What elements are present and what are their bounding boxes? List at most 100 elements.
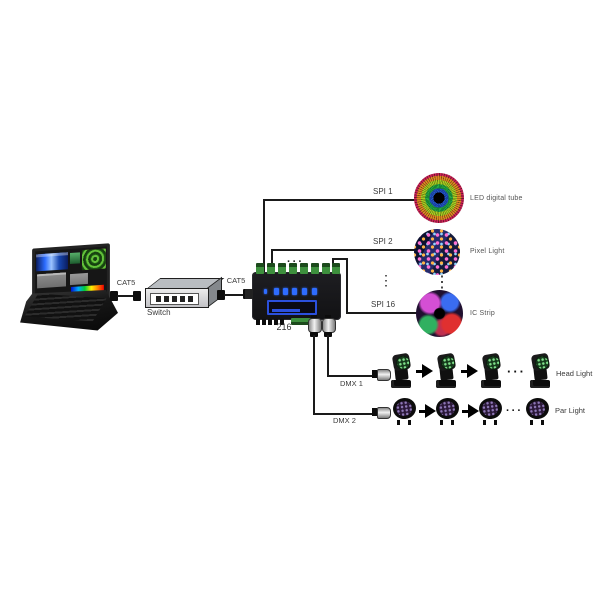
status-led-icon	[312, 288, 317, 295]
terminal-block-icon	[300, 263, 308, 274]
xlr-plug-icon	[372, 407, 391, 419]
par-face	[480, 399, 499, 417]
head-light-label: Head Light	[556, 369, 593, 378]
status-led-icon	[292, 288, 297, 295]
switch-label: Switch	[147, 308, 171, 317]
switch-port-icon	[164, 296, 169, 302]
led-digital-tube-label: LED digital tube	[470, 195, 523, 202]
vent-icon	[268, 319, 272, 325]
vent-icon	[262, 319, 266, 325]
more-terminals-ellipsis: ···	[287, 256, 304, 268]
par-leg	[530, 420, 533, 425]
dmx2-port-label: DMX 2	[333, 416, 356, 425]
status-led-icon	[274, 288, 279, 295]
mh-base	[391, 380, 411, 388]
mh-lens	[394, 354, 411, 371]
par-light-icon	[477, 396, 504, 425]
laptop-base	[20, 290, 118, 331]
mh-head	[530, 352, 551, 372]
devices-ellipsis: ⋮	[434, 274, 450, 291]
mh-head	[436, 352, 457, 372]
rj45-connector-icon	[217, 290, 225, 300]
software-waveform-panel	[36, 251, 69, 271]
spi16-port-label: SPI 16	[371, 300, 396, 309]
par-leg	[483, 420, 486, 425]
moving-head-light-icon	[435, 352, 459, 388]
moving-head-light-icon	[480, 352, 504, 388]
switch-port-strip	[150, 293, 199, 305]
rj45-connector-icon	[110, 291, 118, 301]
cat5-cable-b	[224, 294, 246, 296]
arrow-right-icon	[462, 404, 479, 418]
spi16-wire-horizontal	[346, 312, 418, 314]
software-gray-panel-2	[69, 272, 89, 286]
ethernet-switch-icon	[140, 274, 226, 310]
pixel-light-label: Pixel Light	[470, 248, 505, 255]
ic-strip-photo	[416, 290, 463, 337]
laptop-keyboard	[24, 293, 108, 322]
dmx1-port-label: DMX 1	[340, 379, 363, 388]
moving-head-light-icon	[529, 352, 553, 388]
par-leg	[451, 420, 454, 425]
par-face	[437, 399, 456, 417]
dmx1-wire-vertical	[327, 335, 329, 377]
spi2-wire-horizontal	[271, 249, 416, 251]
spi2-port-label: SPI 2	[373, 237, 393, 246]
spi16-wire-riser	[332, 258, 334, 266]
mh-lens	[533, 354, 550, 371]
xlr-stem	[325, 315, 331, 319]
software-green-panel	[70, 252, 80, 265]
switch-port-icon	[156, 296, 161, 302]
mh-head	[481, 352, 502, 372]
mh-lens	[439, 354, 456, 371]
dmx2-wire-horizontal	[313, 413, 373, 415]
rj45-connector-icon	[133, 291, 141, 301]
moving-head-light-icon	[390, 352, 414, 388]
xlr-plug-icon	[307, 315, 322, 337]
mh-head	[391, 352, 412, 372]
laptop-icon	[16, 238, 120, 336]
spi1-wire-horizontal	[263, 199, 416, 201]
mh-base	[530, 380, 550, 388]
xlr-barrel	[308, 318, 322, 333]
terminal-block-icon	[278, 263, 286, 274]
spi2-wire-vertical	[271, 249, 273, 272]
par-leg	[494, 420, 497, 425]
par-can	[477, 396, 504, 421]
ic-strip-label: IC Strip	[470, 310, 495, 317]
vent-icon	[256, 319, 260, 325]
cat5-label-a: CAT5	[116, 278, 136, 287]
cat5-label-b: CAT5	[226, 276, 246, 285]
par-light-icon	[391, 396, 418, 425]
spi1-wire-vertical	[263, 199, 265, 272]
mh-base	[481, 380, 501, 388]
par-can	[524, 396, 551, 421]
arrow-right-icon	[419, 404, 436, 418]
spi1-port-label: SPI 1	[373, 187, 393, 196]
par-leg	[440, 420, 443, 425]
controller-display-bar	[272, 309, 300, 312]
switch-port-icon	[180, 296, 185, 302]
par-light-label: Par Light	[555, 406, 586, 415]
vent-icon	[274, 319, 278, 325]
dmx2-wire-vertical	[313, 335, 315, 415]
mh-base	[436, 380, 456, 388]
par-light-icon	[434, 396, 461, 425]
software-rings-panel	[81, 248, 107, 271]
dmx1-wire-horizontal	[327, 375, 373, 377]
par-face	[394, 399, 413, 417]
par-light-icon	[524, 396, 551, 425]
spi16-wire-vertical	[346, 258, 348, 314]
head-light-chain: ···	[390, 352, 553, 388]
switch-front-face	[145, 288, 209, 308]
controller-ethernet-port	[245, 289, 253, 299]
terminal-block-icon	[332, 263, 340, 274]
controller-display	[267, 300, 317, 315]
chain-ellipsis: ···	[507, 363, 526, 379]
par-leg	[397, 420, 400, 425]
spi16-wire-jog	[332, 258, 348, 260]
xlr-barrel	[377, 407, 391, 419]
switch-port-icon	[188, 296, 193, 302]
switch-port-icon	[172, 296, 177, 302]
